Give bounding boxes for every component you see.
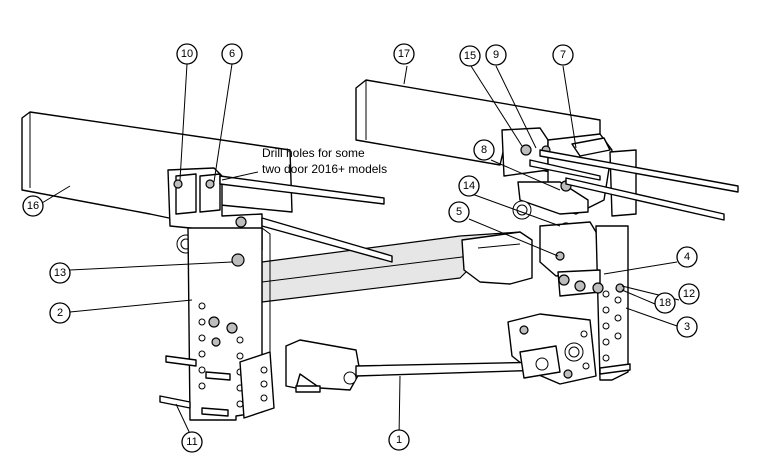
callout-8: 8 xyxy=(473,139,495,161)
callout-10-label: 10 xyxy=(181,48,193,60)
callout-4-label: 4 xyxy=(684,251,690,263)
callout-16: 16 xyxy=(22,195,44,217)
note-line-1: Drill holes for some xyxy=(262,146,365,160)
callout-15: 15 xyxy=(459,45,481,67)
note-line-2: two door 2016+ models xyxy=(262,162,387,176)
drill-holes-note: Drill holes for some two door 2016+ mode… xyxy=(221,146,387,181)
lower-cross-bar xyxy=(285,339,561,393)
callout-12-label: 12 xyxy=(683,288,695,300)
callout-13-label: 13 xyxy=(54,267,66,279)
callout-1-label: 1 xyxy=(396,434,402,446)
callout-18-label: 18 xyxy=(659,297,671,309)
callout-5: 5 xyxy=(448,201,470,223)
callout-1: 1 xyxy=(388,429,410,451)
callout-4: 4 xyxy=(676,246,698,268)
callout-13: 13 xyxy=(49,262,71,284)
callout-11-label: 11 xyxy=(186,436,197,448)
callout-7: 7 xyxy=(552,44,574,66)
left-bolts xyxy=(159,355,231,417)
right-push-rods xyxy=(529,149,739,221)
right-mount-plate xyxy=(557,225,629,381)
callout-3-label: 3 xyxy=(684,321,690,333)
callout-2: 2 xyxy=(49,302,71,324)
callout-2-label: 2 xyxy=(57,307,63,319)
callout-6: 6 xyxy=(221,43,243,65)
cross-member xyxy=(261,231,533,303)
callout-7-label: 7 xyxy=(560,49,566,61)
callout-9: 9 xyxy=(485,44,507,66)
callout-9-label: 9 xyxy=(493,49,499,61)
callout-15-label: 15 xyxy=(464,50,476,62)
callout-17: 17 xyxy=(393,43,415,65)
callout-8-label: 8 xyxy=(481,144,487,156)
callout-17-label: 17 xyxy=(398,48,410,60)
left-push-rod xyxy=(219,175,393,263)
callout-5-label: 5 xyxy=(456,206,462,218)
left-frame-rail xyxy=(21,111,293,223)
callout-6-label: 6 xyxy=(229,48,235,60)
right-lower-bracket xyxy=(539,221,601,277)
callout-14-label: 14 xyxy=(463,180,475,192)
callout-10: 10 xyxy=(176,43,198,65)
callout-16-label: 16 xyxy=(27,200,39,212)
callout-11: 11 xyxy=(181,431,203,453)
callout-14: 14 xyxy=(458,175,480,197)
left-outer-plate xyxy=(239,351,275,419)
callout-12: 12 xyxy=(678,283,700,305)
callout-18: 18 xyxy=(654,292,676,314)
callout-3: 3 xyxy=(676,316,698,338)
